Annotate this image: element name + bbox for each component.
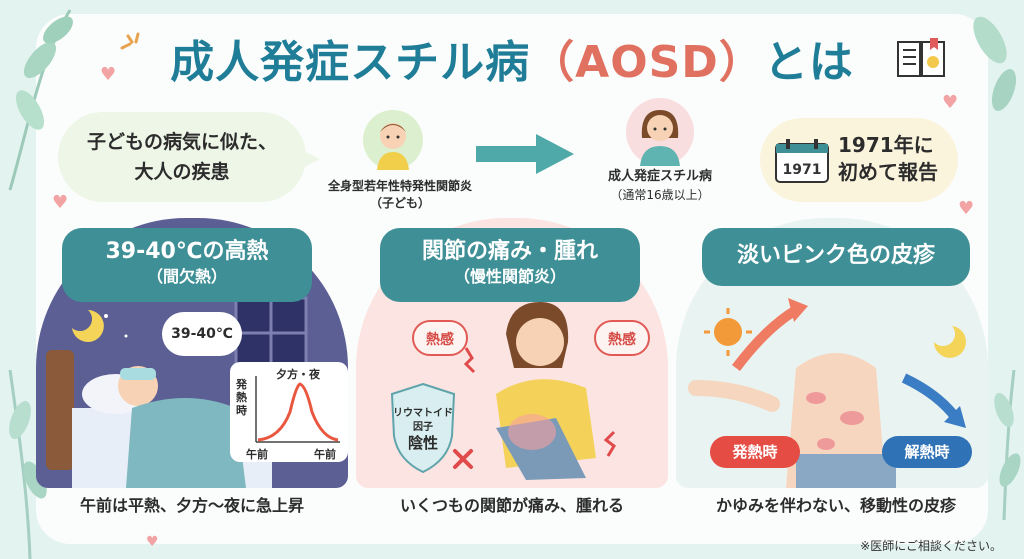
chart-x-left: 午前 — [246, 448, 268, 461]
fever-heading-sub: （間欠熱） — [146, 267, 227, 286]
calendar-year: 1971 — [783, 162, 822, 178]
first-report-text: 1971年に 初めて報告 — [838, 132, 938, 186]
heat-badge-right: 熱感 — [594, 320, 650, 356]
heat-badge-left: 熱感 — [412, 320, 468, 356]
shield-icon — [390, 382, 456, 474]
joint-heading-main: 関節の痛み・腫れ — [421, 239, 598, 264]
child-disease-label: 全身型若年性特発性関節炎 （子ども） — [300, 178, 500, 212]
rash-caption: かゆみを伴わない、移動性の皮疹 — [715, 496, 956, 515]
shield-line-1: リウマトイド — [393, 408, 453, 419]
heart-icon: ♥ — [146, 534, 159, 550]
leaf-left-icon — [8, 9, 73, 191]
rash-heading-main: 淡いピンク色の皮疹 — [736, 243, 935, 268]
footnote: ※医師にご相談ください。 — [860, 539, 1002, 553]
similarity-bubble: 子どもの病気に似た、 大人の疾患 — [58, 112, 320, 202]
chart-peak-label: 夕方・夜 — [276, 368, 320, 381]
title-suffix: とは — [763, 37, 854, 88]
defever-time-badge: 解熱時 — [882, 436, 972, 468]
joint-heading-sub: （慢性関節炎） — [453, 267, 566, 286]
book-icon — [897, 38, 945, 77]
bubble-line-2: 大人の疾患 — [134, 161, 230, 183]
heart-icon: ♥ — [100, 64, 117, 85]
child-label-line-1: 全身型若年性特発性関節炎 — [327, 179, 472, 193]
child-avatar — [363, 110, 423, 170]
heart-icon: ♥ — [942, 92, 959, 113]
report-line-1: 1971年に — [838, 133, 934, 157]
fever-curve — [255, 376, 340, 443]
leaf-right-icon — [973, 16, 1017, 111]
leaf-right-bottom-icon — [994, 369, 1021, 520]
adult-label-line-1: 成人発症スチル病 — [607, 169, 712, 184]
adult-label-line-2: （通常16歳以上） — [610, 188, 710, 202]
cross-icon — [453, 449, 473, 469]
title-main: 成人発症スチル病 — [170, 37, 531, 88]
leaf-left-bottom-icon — [8, 369, 47, 559]
chart-ylabel-char: 熱 — [236, 391, 247, 404]
joint-illustration — [463, 302, 616, 480]
heart-icon: ♥ — [52, 192, 69, 213]
rash-heading: 淡いピンク色の皮疹 — [702, 228, 970, 286]
joint-caption: いくつもの関節が痛み、腫れる — [399, 496, 624, 515]
calendar-icon: 1971 — [775, 139, 829, 183]
fever-caption: 午前は平熱、夕方〜夜に急上昇 — [79, 496, 304, 515]
fever-time-chart: 発 熱 時 夕方・夜 午前 午前 — [230, 362, 348, 462]
page-title: 成人発症スチル病（AOSD）とは — [0, 26, 1024, 90]
bubble-line-1: 子どもの病気に似た、 — [86, 131, 277, 153]
chart-ylabel: 発 熱 時 — [236, 378, 247, 417]
fever-heading: 39-40℃の高熱 （間欠熱） — [62, 228, 312, 302]
chart-ylabel-char: 時 — [236, 404, 247, 417]
adult-avatar — [626, 98, 694, 166]
fever-heading-main: 39-40℃の高熱 — [105, 239, 269, 264]
arrow-right-icon — [476, 134, 574, 174]
report-line-2: 初めて報告 — [838, 160, 938, 184]
shield-line-3: 陰性 — [407, 434, 438, 452]
heart-icon: ♥ — [958, 198, 975, 219]
chart-ylabel-char: 発 — [236, 378, 247, 391]
adult-disease-label: 成人発症スチル病 （通常16歳以上） — [560, 168, 760, 204]
shield-line-2: 因子 — [413, 422, 433, 433]
fever-thought-bubble: 39-40℃ — [162, 312, 242, 356]
title-abbr: （AOSD） — [530, 37, 764, 88]
rash-illustration — [688, 298, 966, 488]
sparkle-icon — [120, 32, 140, 50]
fever-time-badge: 発熱時 — [710, 436, 800, 468]
joint-heading: 関節の痛み・腫れ （慢性関節炎） — [380, 228, 640, 302]
chart-x-right: 午前 — [314, 448, 336, 461]
child-label-line-2: （子ども） — [369, 196, 430, 210]
